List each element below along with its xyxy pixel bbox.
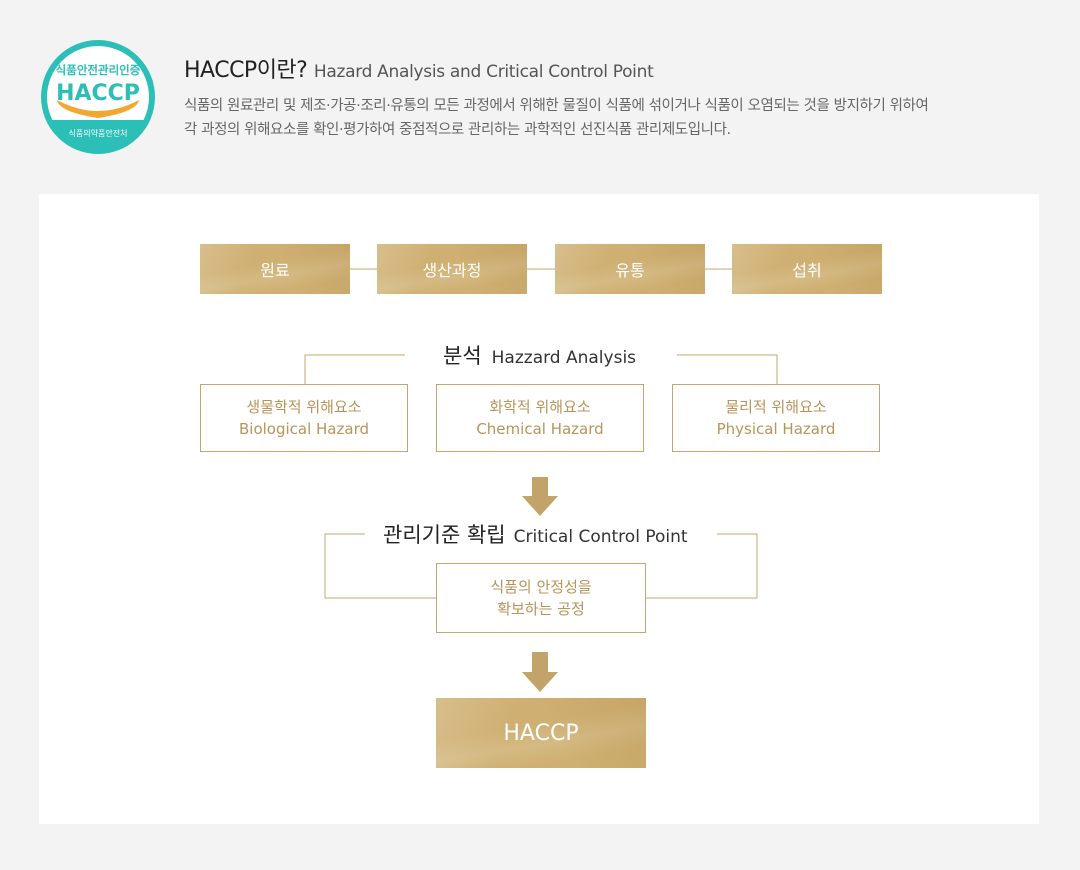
analysis-bracket-right <box>677 354 778 384</box>
down-arrow-icon <box>522 477 558 516</box>
hazard-label-en: Physical Hazard <box>716 420 836 438</box>
step-production: 생산과정 <box>377 244 527 294</box>
hazard-label-ko: 물리적 위해요소 <box>725 398 827 416</box>
description-line-1: 식품의 원료관리 및 제조·가공·조리·유통의 모든 과정에서 위해한 물질이 … <box>184 98 929 114</box>
step-consumption: 섭취 <box>732 244 882 294</box>
hazard-label-ko: 화학적 위해요소 <box>489 398 591 416</box>
hazard-label-ko: 생물학적 위해요소 <box>246 398 362 416</box>
diagram-panel: 원료 생산과정 유통 섭취 분석 Hazzard Analysis 생물학적 위… <box>39 194 1039 824</box>
ccp-box: 식품의 안정성을 확보하는 공정 <box>436 563 646 633</box>
ccp-title: 관리기준 확립 Critical Control Point <box>383 519 688 549</box>
analysis-title-ko: 분석 <box>443 344 482 368</box>
hazard-label-en: Chemical Hazard <box>476 420 604 438</box>
analysis-title: 분석 Hazzard Analysis <box>443 340 636 370</box>
hazard-biological: 생물학적 위해요소 Biological Hazard <box>200 384 408 452</box>
logo-bottom-text: 식품의약품안전처 <box>69 128 128 138</box>
haccp-result: HACCP <box>436 698 646 768</box>
ccp-title-en: Critical Control Point <box>513 527 688 547</box>
logo-top-text: 식품안전관리인증 <box>56 63 141 77</box>
title-subtitle: Hazard Analysis and Critical Control Poi… <box>313 62 654 82</box>
haccp-seal-icon: 식품안전관리인증 HACCP 식품의약품안전처 <box>41 40 155 154</box>
intro-description: 식품의 원료관리 및 제조·가공·조리·유통의 모든 과정에서 위해한 물질이 … <box>184 94 1044 142</box>
ccp-bracket-right <box>646 533 758 599</box>
ccp-title-ko: 관리기준 확립 <box>383 523 506 547</box>
step-distribution: 유통 <box>555 244 705 294</box>
analysis-title-en: Hazzard Analysis <box>491 348 637 368</box>
ccp-box-line-2: 확보하는 공정 <box>497 600 585 618</box>
page-title: HACCP이란? Hazard Analysis and Critical Co… <box>184 52 654 84</box>
description-line-2: 각 과정의 위해요소를 확인·평가하여 중점적으로 관리하는 과학적인 선진식품… <box>184 122 731 138</box>
ccp-box-line-1: 식품의 안정성을 <box>490 578 592 596</box>
hazard-chemical: 화학적 위해요소 Chemical Hazard <box>436 384 644 452</box>
diagram-connectors <box>304 268 778 692</box>
ccp-bracket-left <box>324 533 436 599</box>
analysis-bracket-left <box>304 354 405 384</box>
step-raw-material: 원료 <box>200 244 350 294</box>
logo-main-text: HACCP <box>56 81 140 106</box>
down-arrow-icon <box>522 652 558 692</box>
hazard-physical: 물리적 위해요소 Physical Hazard <box>672 384 880 452</box>
title-text: HACCP이란? <box>184 58 308 83</box>
hazard-label-en: Biological Hazard <box>238 420 369 438</box>
haccp-logo: 식품안전관리인증 HACCP 식품의약품안전처 <box>41 40 155 154</box>
